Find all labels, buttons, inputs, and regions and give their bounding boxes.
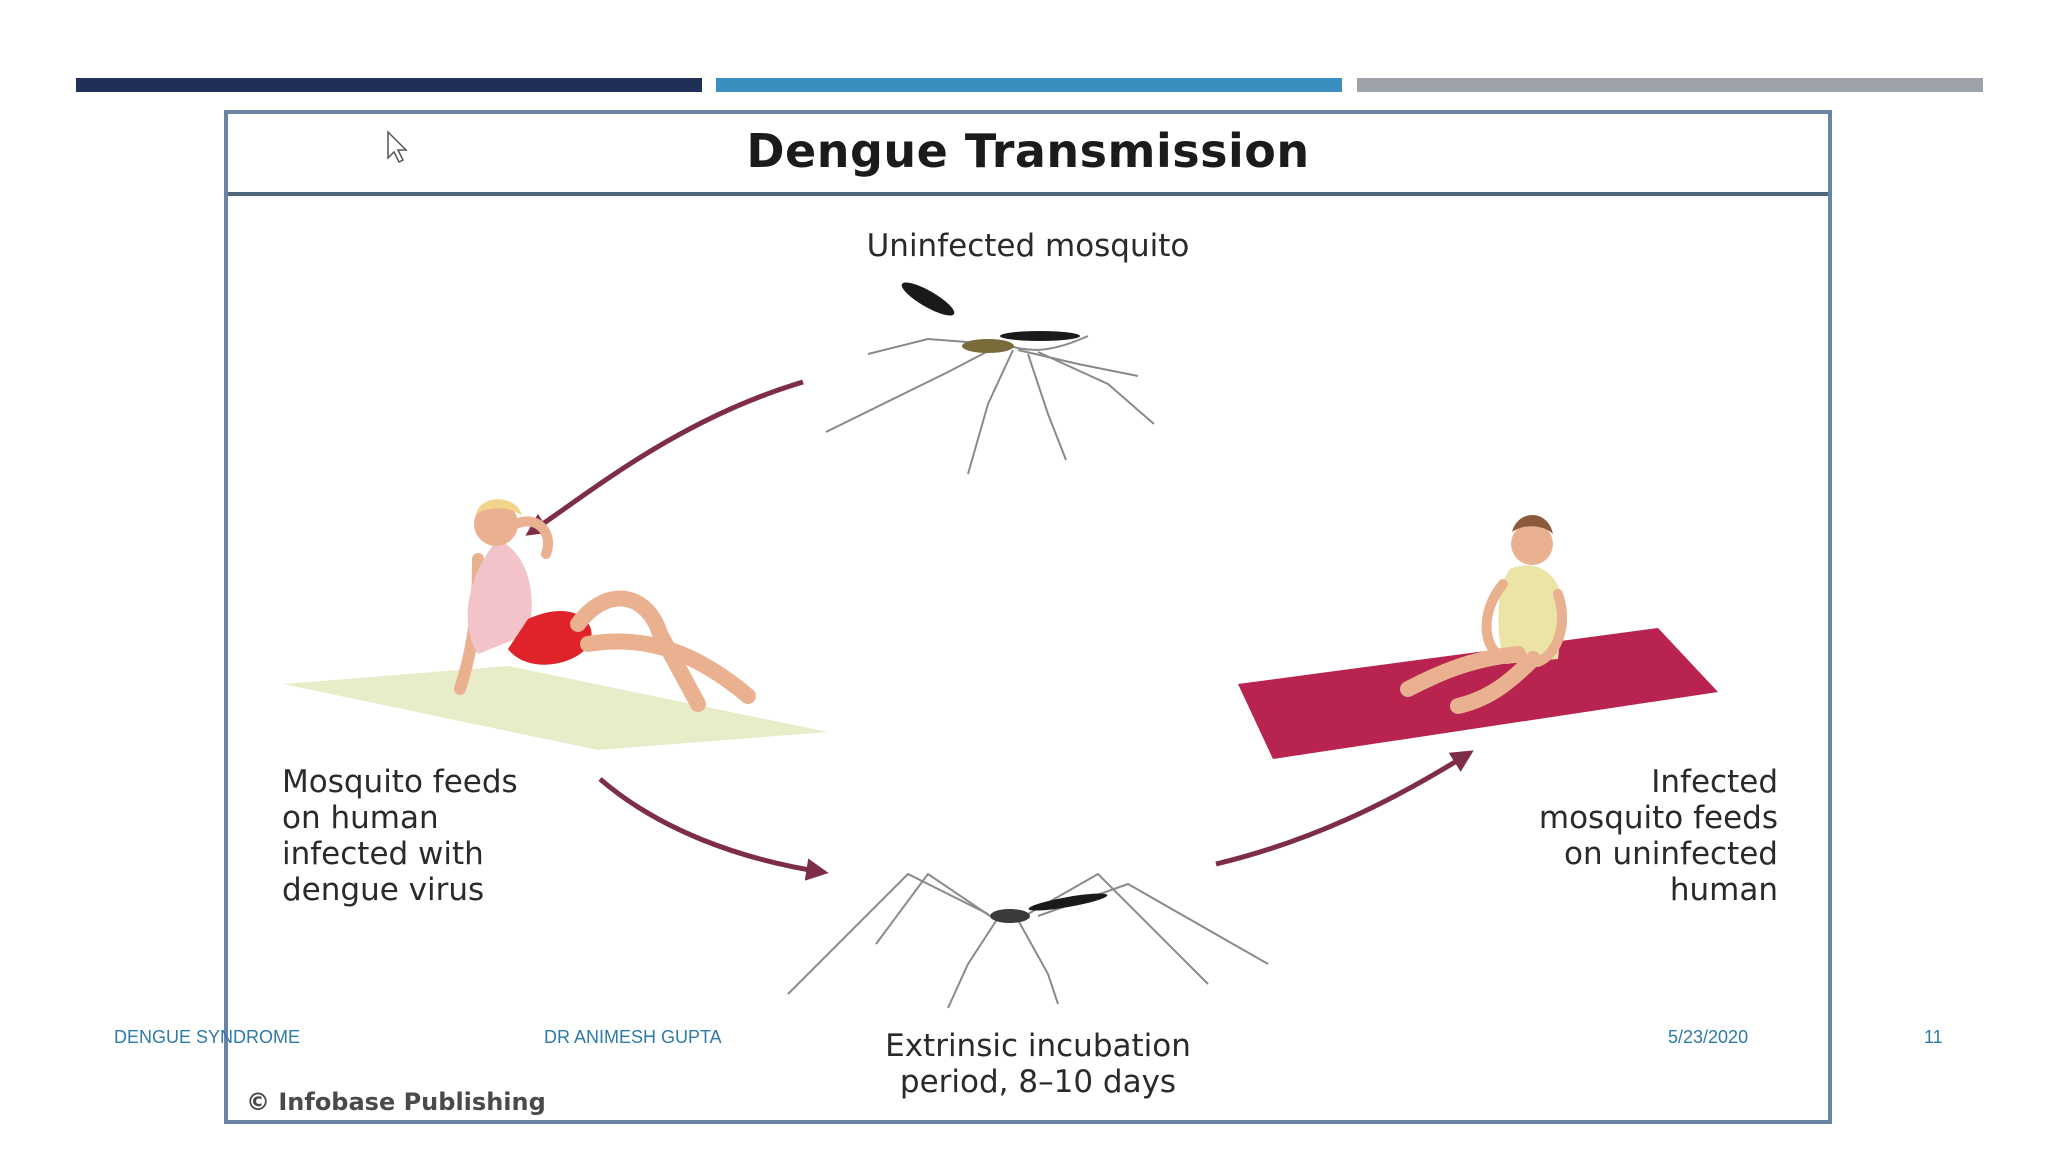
label-infected-mosquito-feeds-on-uninfected-human: Infected mosquito feeds on uninfected hu… <box>1538 764 1778 908</box>
mat-icon <box>283 666 828 750</box>
footer-author: DR ANIMESH GUPTA <box>544 1027 722 1047</box>
label-uninfected-mosquito: Uninfected mosquito <box>866 228 1190 264</box>
footer-date: 5/23/2020 <box>1668 1027 1749 1047</box>
person-icon <box>454 499 756 712</box>
footer-slide-number: 11 <box>1924 1027 1943 1047</box>
accent-bar-navy <box>76 78 702 92</box>
label-mosquito-feeds-on-infected-human: Mosquito feeds on human infected with de… <box>282 764 518 908</box>
label-extrinsic-incubation-period: Extrinsic incubation period, 8–10 days <box>885 1028 1191 1100</box>
footer-presentation-title: DENGUE SYNDROME <box>114 1027 301 1047</box>
mosquito-icon <box>825 282 1155 475</box>
mosquito-icon <box>787 872 1269 1009</box>
arrow-icon <box>1215 750 1474 867</box>
figure-header: Dengue Transmission <box>228 114 1828 196</box>
arrow-icon <box>525 379 804 536</box>
dengue-transmission-figure: Dengue Transmission Uninfected mosquito … <box>224 110 1832 1124</box>
figure-title: Dengue Transmission <box>746 124 1310 178</box>
person-icon <box>1400 514 1567 714</box>
accent-bar-gray <box>1357 78 1983 92</box>
transmission-cycle-diagram <box>283 130 1718 1009</box>
accent-bar-blue <box>716 78 1342 92</box>
cursor-icon <box>387 130 408 164</box>
figure-credit: © Infobase Publishing <box>246 1088 546 1116</box>
arrow-icon <box>598 777 829 881</box>
